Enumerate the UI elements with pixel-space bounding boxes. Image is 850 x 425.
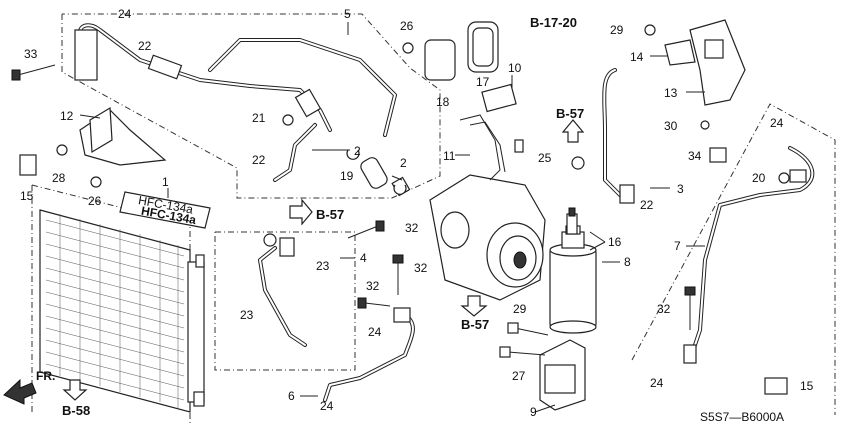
part-label-22b: 22 xyxy=(252,153,266,167)
part-label-22c: 22 xyxy=(640,198,654,212)
part-label-5: 5 xyxy=(344,7,351,21)
part-label-3: 3 xyxy=(677,182,684,196)
part-label-22a: 22 xyxy=(138,39,152,53)
front-label: FR. xyxy=(36,369,55,383)
pressure-switch xyxy=(566,207,578,235)
part-label-24e: 24 xyxy=(770,116,784,130)
part-label-1: 1 xyxy=(162,175,169,189)
condenser xyxy=(39,209,205,413)
part-label-25: 25 xyxy=(538,151,552,165)
part-label-15b: 15 xyxy=(800,379,814,393)
diagram-code: S5S7—B6000A xyxy=(700,410,784,424)
ref-b-57-top: B-57 xyxy=(556,106,584,121)
clamp-11 xyxy=(459,114,506,181)
pipe-6 xyxy=(323,307,415,402)
ref-b-58: B-58 xyxy=(62,403,90,418)
ref-b-57-mid: B-57 xyxy=(316,207,344,222)
part-label-24a: 24 xyxy=(118,7,132,21)
part-label-34: 34 xyxy=(688,149,702,163)
part-label-8: 8 xyxy=(624,255,631,269)
part-label-29a: 29 xyxy=(610,23,624,37)
compressor xyxy=(429,174,546,301)
part-label-19: 19 xyxy=(340,169,354,183)
part-label-2b: 2 xyxy=(400,156,407,170)
part-label-26b: 26 xyxy=(88,194,102,208)
bracket-12 xyxy=(79,106,167,166)
part-label-27: 27 xyxy=(512,369,526,383)
bracket-9 xyxy=(499,322,586,411)
part-label-18: 18 xyxy=(436,95,450,109)
part-label-23a: 23 xyxy=(316,259,330,273)
part-label-32b: 32 xyxy=(414,261,428,275)
part-label-26a: 26 xyxy=(400,19,414,33)
part-label-2a: 2 xyxy=(354,144,361,158)
reference-codes: B-17-20 B-57 B-57 B-57 B-58 FR. S5S7—B60… xyxy=(36,15,784,424)
part-label-24c: 24 xyxy=(320,399,334,413)
suction-pipe xyxy=(273,123,411,197)
part-label-14: 14 xyxy=(630,50,644,64)
part-label-16: 16 xyxy=(608,235,622,249)
part-label-17: 17 xyxy=(476,75,490,89)
part-labels: 1 2 2 3 4 5 6 7 8 9 10 11 12 13 14 15 15… xyxy=(20,7,814,419)
ref-b-57-bottom: B-57 xyxy=(461,317,489,332)
part-label-6: 6 xyxy=(288,389,295,403)
part-label-4: 4 xyxy=(360,251,367,265)
condenser-tag: HFC-134a HFC-134a xyxy=(119,191,211,229)
discharge-hose xyxy=(74,23,397,137)
part-label-11: 11 xyxy=(443,149,456,163)
ref-b-17-20: B-17-20 xyxy=(530,15,577,30)
part-label-7: 7 xyxy=(674,239,681,253)
grommets xyxy=(424,21,499,81)
fasteners xyxy=(11,24,790,395)
bracket-13 xyxy=(664,19,746,106)
pipe-4 xyxy=(258,237,307,347)
part-label-21: 21 xyxy=(252,111,266,125)
part-label-28: 28 xyxy=(52,171,66,185)
pipe-7 xyxy=(683,146,815,364)
part-label-32d: 32 xyxy=(657,302,671,316)
part-label-13: 13 xyxy=(664,86,678,100)
clamp-10 xyxy=(481,83,517,113)
part-label-29b: 29 xyxy=(513,302,527,316)
part-label-32a: 32 xyxy=(405,221,419,235)
part-label-33: 33 xyxy=(24,47,38,61)
direction-arrows xyxy=(3,119,585,405)
part-label-20: 20 xyxy=(752,171,766,185)
part-label-32c: 32 xyxy=(366,279,380,293)
pipe-3 xyxy=(602,68,635,204)
part-label-15a: 15 xyxy=(20,189,34,203)
part-label-24d: 24 xyxy=(650,376,664,390)
receiver-dryer xyxy=(549,225,597,334)
part-label-10: 10 xyxy=(508,61,522,75)
part-label-12: 12 xyxy=(60,109,74,123)
dashed-outlines xyxy=(31,13,836,425)
part-label-30: 30 xyxy=(664,119,678,133)
leader-lines xyxy=(79,22,705,413)
part-label-9: 9 xyxy=(530,405,537,419)
part-label-23b: 23 xyxy=(240,308,254,322)
part-label-24b: 24 xyxy=(368,325,382,339)
